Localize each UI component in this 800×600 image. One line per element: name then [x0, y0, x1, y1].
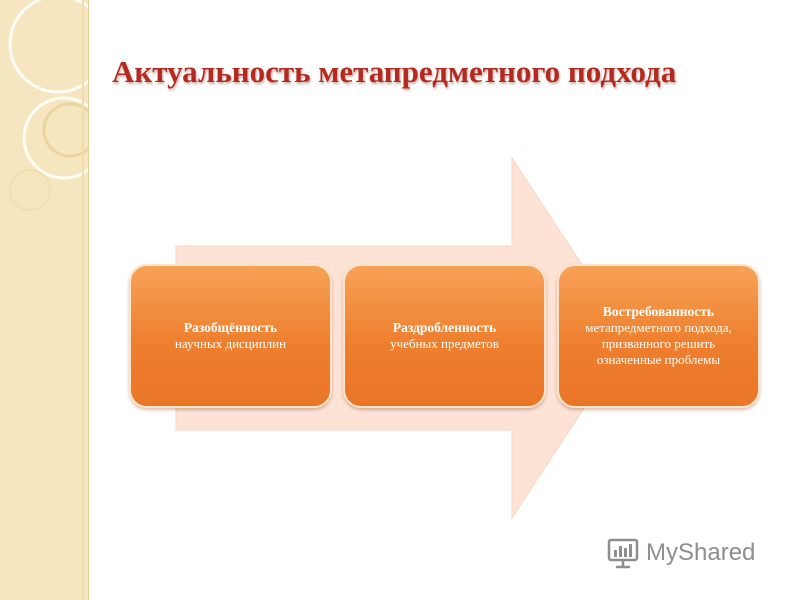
panel-edge-stripe [82, 0, 84, 600]
stage-box-title: Разобщённость [183, 320, 278, 335]
slide-title: Актуальность метапредметного подхода [112, 54, 677, 89]
stage-box-body: метапредметного подхода, призванного реш… [585, 320, 732, 367]
decorative-side-panel [0, 0, 89, 600]
watermark: MyShared [606, 536, 755, 570]
presentation-board-icon [607, 538, 639, 569]
decorative-circles [8, 0, 88, 211]
stage-box-fragmentation: Разобщённость научных дисциплин [129, 264, 332, 408]
stage-box-title: Раздробленность [392, 320, 497, 335]
stage-box-title: Востребованность [602, 304, 715, 319]
stage-box-division: Раздробленность учебных предметов [343, 264, 546, 408]
stage-box-demand: Востребованность метапредметного подхода… [557, 264, 760, 408]
stage-box-body: учебных предметов [390, 336, 499, 351]
stage-box-body: научных дисциплин [174, 336, 287, 351]
watermark-text: MyShared [646, 539, 756, 566]
